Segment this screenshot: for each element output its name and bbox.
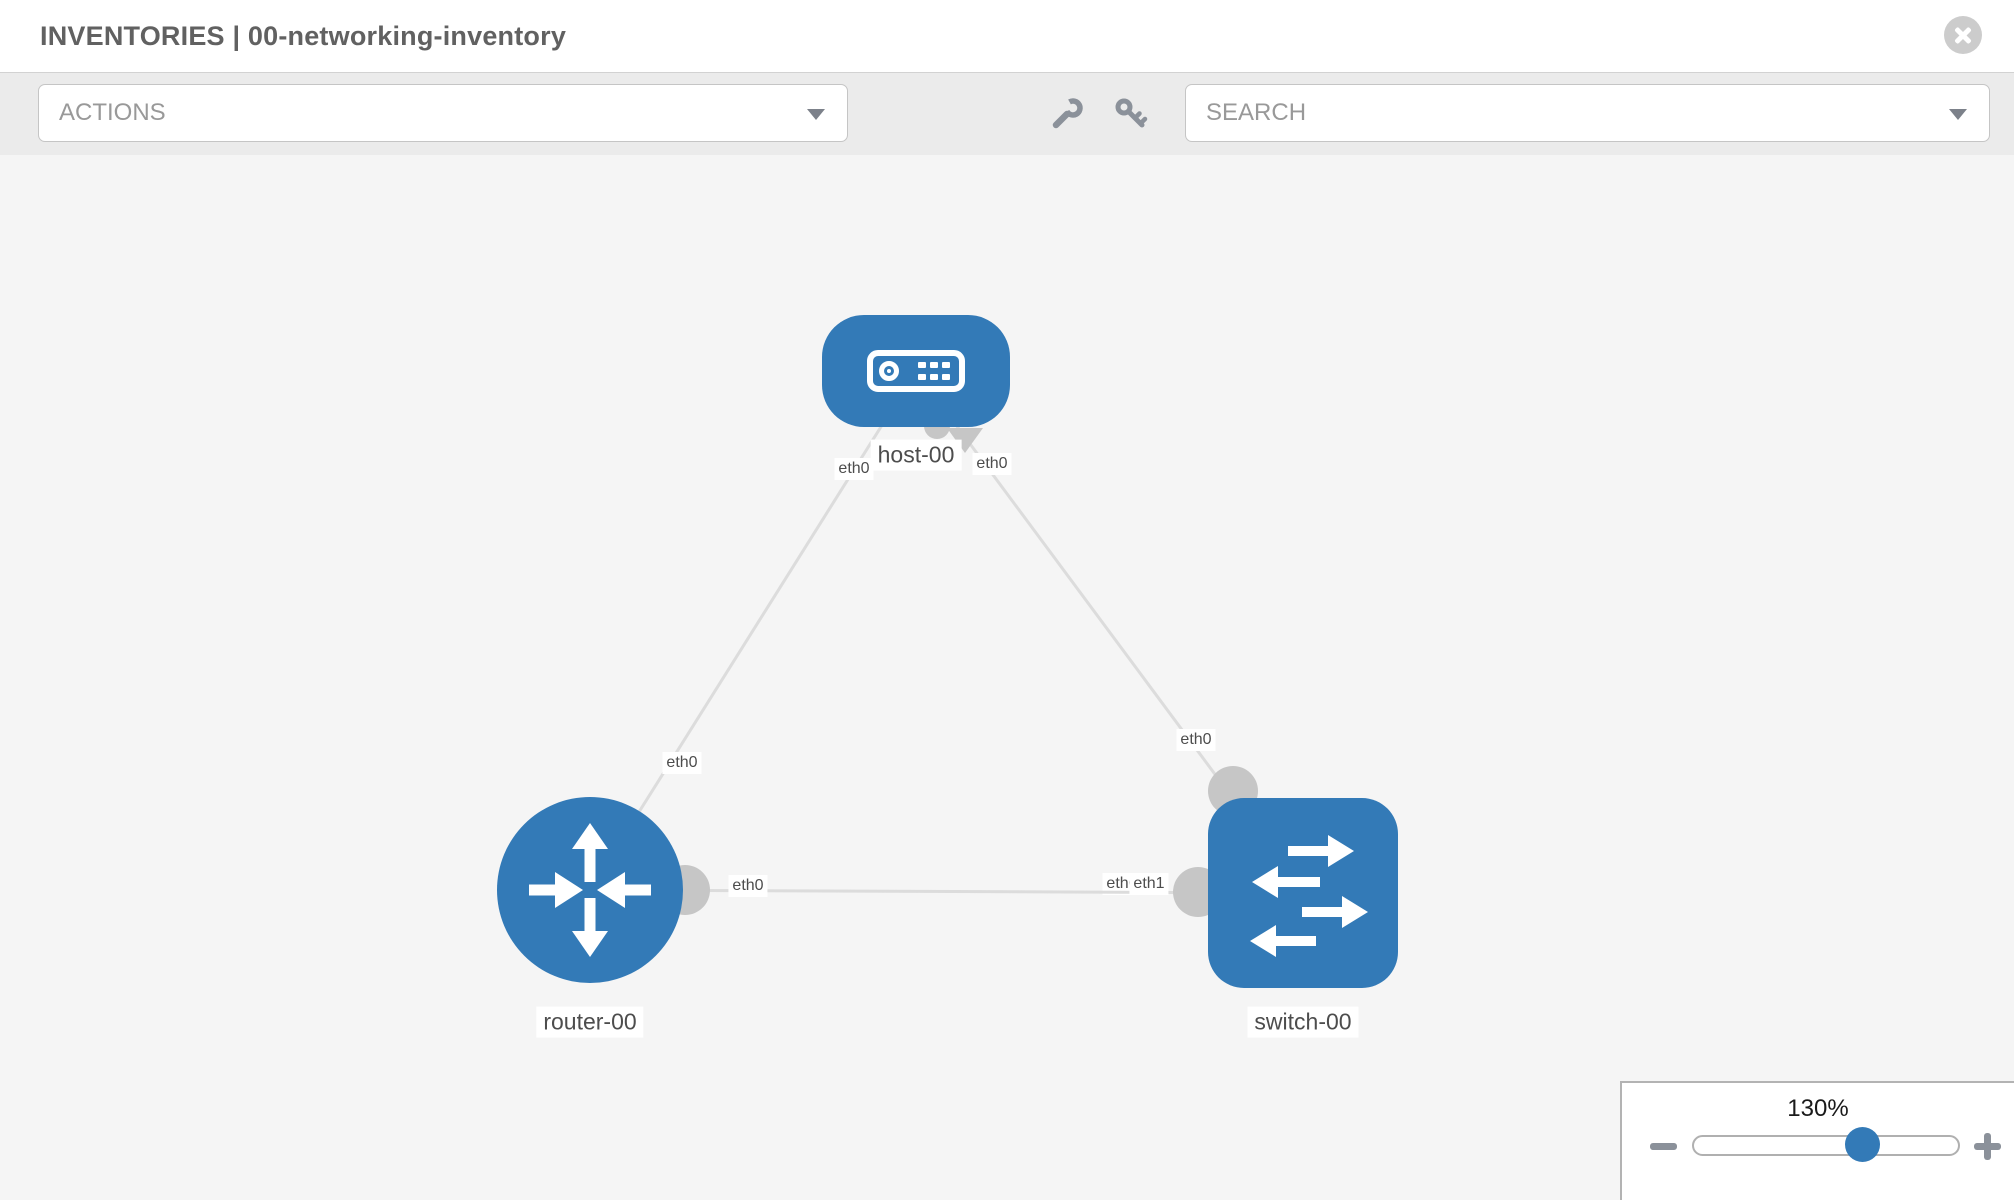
interface-label-eth0: eth0 xyxy=(972,453,1012,475)
zoom-out-button[interactable] xyxy=(1650,1143,1677,1150)
node-host-00[interactable] xyxy=(822,315,1010,427)
chevron-down-icon xyxy=(807,109,825,120)
wrench-icon xyxy=(1052,98,1083,129)
router-icon xyxy=(529,823,651,957)
zoom-in-button[interactable] xyxy=(1967,1126,2009,1168)
node-label-host: host-00 xyxy=(870,439,962,471)
switch-icon xyxy=(1250,835,1368,957)
key-button[interactable] xyxy=(1113,96,1149,132)
interface-label-eth1: eth1 xyxy=(1129,873,1169,895)
zoom-panel: 130% xyxy=(1620,1081,2014,1200)
chevron-down-icon xyxy=(1949,109,1967,120)
port-dot-host-right xyxy=(947,428,983,453)
node-label-router: router-00 xyxy=(536,1006,644,1038)
link-host-router xyxy=(588,370,918,891)
node-switch-00[interactable] xyxy=(1208,798,1398,988)
search-dropdown-label: SEARCH xyxy=(1206,99,1307,126)
zoom-slider-track[interactable] xyxy=(1692,1135,1960,1156)
interface-label-eth0: eth0 xyxy=(662,752,702,774)
topology-canvas[interactable]: eth0 xyxy=(0,155,2014,1200)
interface-label-eth0: eth0 xyxy=(728,875,768,897)
zoom-level-value: 130% xyxy=(1787,1095,1849,1122)
host-icon xyxy=(867,350,965,392)
toolbar: ACTIONS SEARCH xyxy=(0,73,2014,156)
wrench-button[interactable] xyxy=(1049,96,1085,132)
actions-dropdown-label: ACTIONS xyxy=(59,99,166,126)
node-label-switch: switch-00 xyxy=(1247,1006,1359,1038)
actions-dropdown[interactable]: ACTIONS xyxy=(38,84,848,142)
topology-edges xyxy=(588,370,1305,917)
header-bar: INVENTORIES | 00-networking-inventory xyxy=(0,0,2014,73)
key-icon xyxy=(1115,98,1148,128)
plus-icon xyxy=(1984,1133,1991,1160)
page-title: INVENTORIES | 00-networking-inventory xyxy=(40,21,567,51)
search-dropdown[interactable]: SEARCH xyxy=(1185,84,1990,142)
node-router-00[interactable] xyxy=(497,797,683,983)
close-button[interactable] xyxy=(1944,16,1982,54)
zoom-slider-handle[interactable] xyxy=(1845,1127,1880,1162)
interface-label-eth0: eth0 xyxy=(834,458,874,480)
interface-label-eth0: eth0 xyxy=(1176,729,1216,751)
